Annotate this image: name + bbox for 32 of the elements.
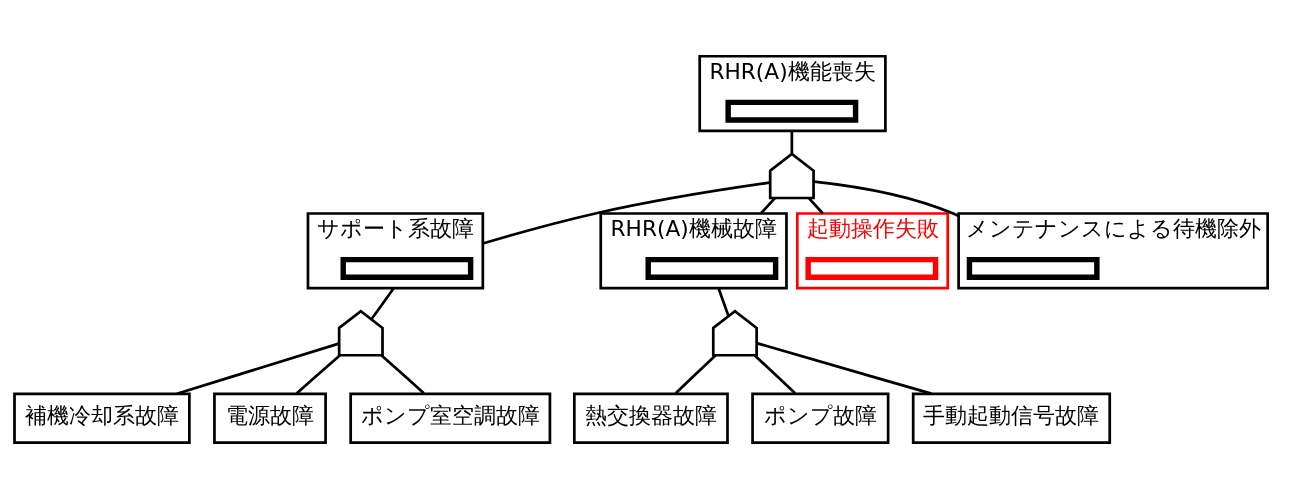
connector [717,287,730,317]
connector [813,180,960,218]
cluster: RHR(A)機械故障 [599,212,788,290]
cluster: RHR(A)機能喪失 [698,54,887,133]
node-box: 手動起動信号故障 [911,392,1112,444]
cluster: メンテナンスによる待機除外 [957,212,1269,290]
connector [295,354,341,395]
connector [674,354,717,395]
connector [807,197,824,215]
node-box [725,99,859,123]
connector [370,287,395,321]
node-box [645,256,779,280]
node-box [340,256,474,280]
node-gate [768,152,815,200]
connector [482,181,771,245]
cluster: 起動操作失敗 [795,212,950,290]
node-box [966,256,1100,280]
node-gate [711,309,758,357]
node-box: 補機冷却系故障 [13,392,191,444]
connector [790,130,794,154]
connector [759,197,776,215]
node-box [805,256,939,280]
node-box: ポンプ室空調故障 [349,392,552,444]
node-box: 熱交換器故障 [572,392,729,444]
connector [753,354,797,395]
node-gate [337,309,384,357]
connector [176,342,340,395]
node-box: ポンプ故障 [751,392,890,444]
cluster: サポート系故障 [306,212,485,290]
connector [756,341,932,395]
node-box: 電源故障 [213,392,327,444]
connector [380,354,425,395]
